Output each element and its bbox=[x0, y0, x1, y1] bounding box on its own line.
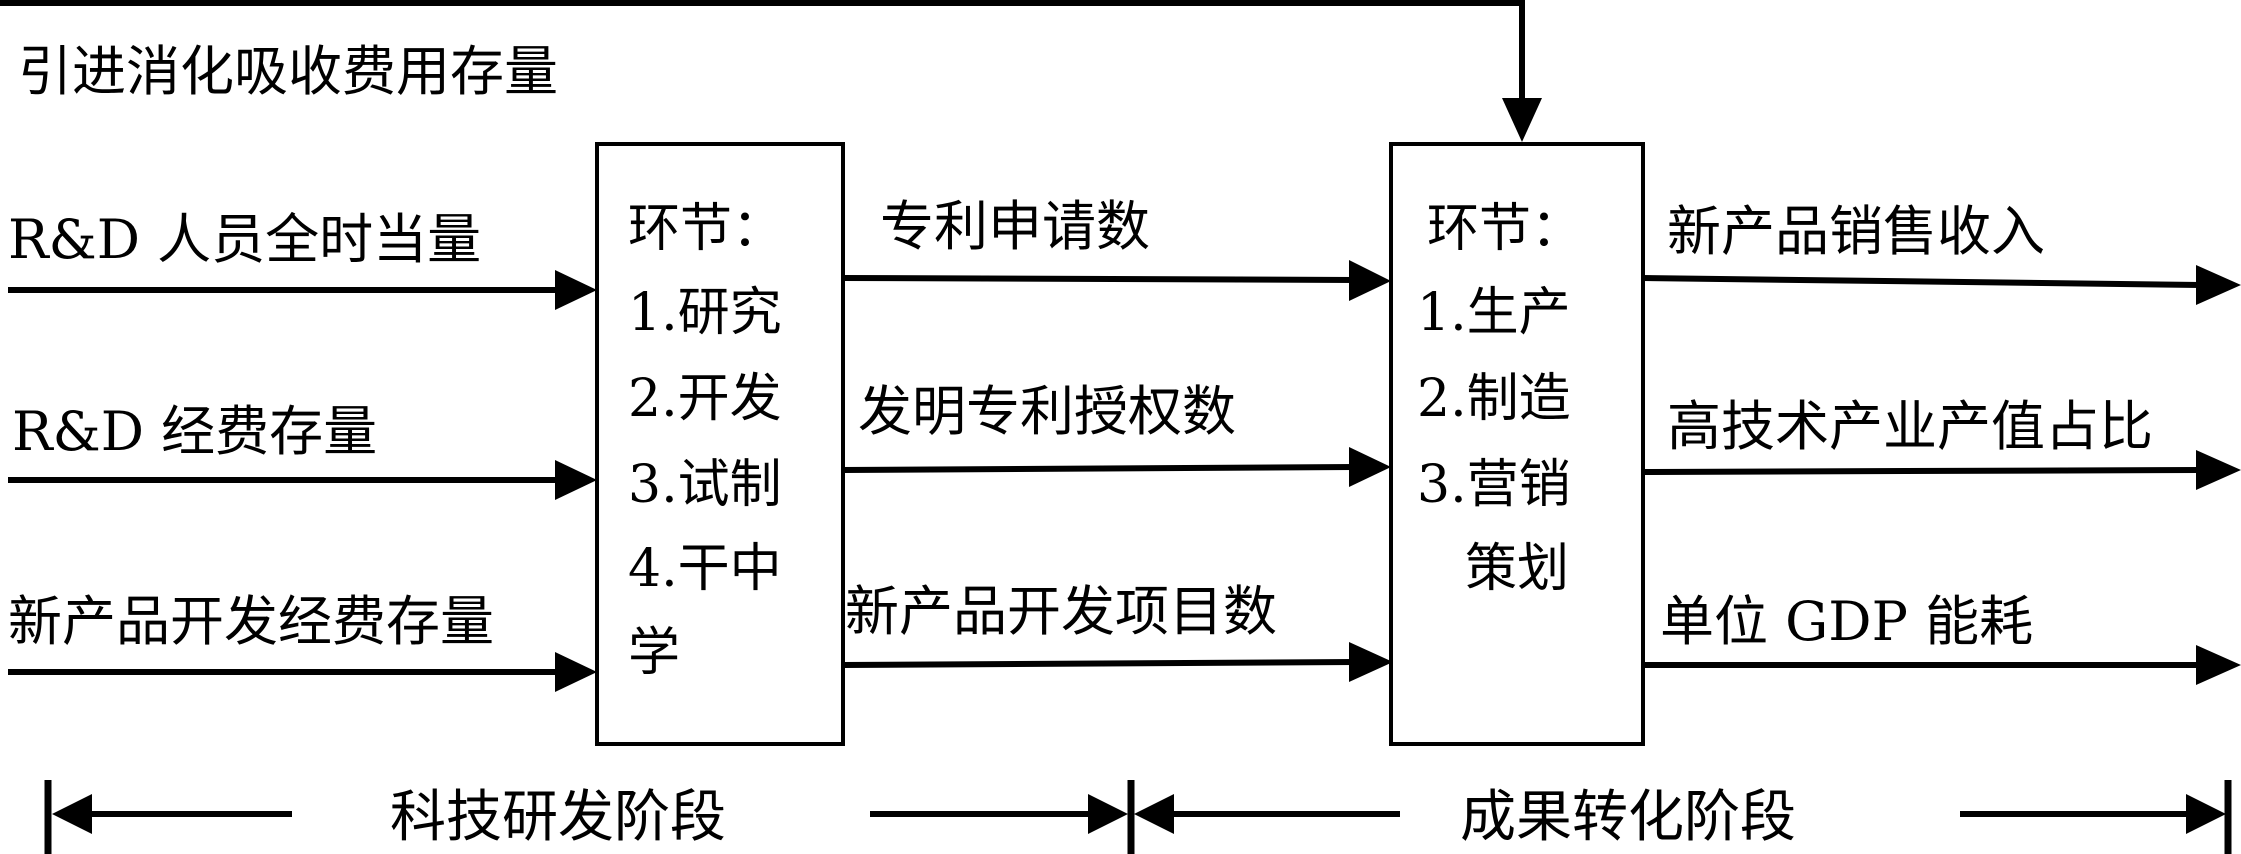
rd-input-arrowhead-3 bbox=[555, 652, 597, 692]
rd-box-line-2: 2.开发 bbox=[628, 369, 782, 429]
rd-input-arrowhead-2 bbox=[555, 460, 597, 500]
transfer-box-line-2: 2.制造 bbox=[1417, 369, 1571, 429]
middle-output-arrow-2 bbox=[842, 464, 1356, 473]
top-input-arrowhead bbox=[1502, 98, 1542, 142]
final-output-label-2: 高技术产业产值占比 bbox=[1667, 395, 2153, 458]
final-output-label-3: 单位 GDP 能耗 bbox=[1660, 590, 2033, 653]
stage-1-label: 科技研发阶段 bbox=[390, 785, 726, 850]
middle-output-label-1: 专利申请数 bbox=[880, 195, 1150, 258]
middle-output-label-3: 新产品开发项目数 bbox=[845, 580, 1277, 643]
middle-output-arrowhead-1 bbox=[1349, 260, 1391, 301]
rd-input-label-3: 新产品开发经费存量 bbox=[8, 590, 494, 653]
final-output-arrowhead-1 bbox=[2196, 265, 2241, 305]
middle-output-label-2: 发明专利授权数 bbox=[858, 380, 1236, 443]
final-output-arrow-1 bbox=[1642, 275, 2201, 288]
rd-box-line-4: 4.干中 bbox=[628, 539, 782, 599]
rd-input-label-2: R&D 经费存量 bbox=[12, 400, 377, 463]
final-output-arrowhead-3 bbox=[2196, 645, 2241, 685]
rd-input-label-1: R&D 人员全时当量 bbox=[8, 208, 481, 271]
rd-box-line-3: 3.试制 bbox=[628, 455, 782, 515]
middle-output-arrowhead-3 bbox=[1349, 642, 1393, 682]
top-input-label: 引进消化吸收费用存量 bbox=[18, 40, 558, 103]
rd-box-title: 环节： bbox=[628, 199, 784, 259]
final-output-label-1: 新产品销售收入 bbox=[1667, 200, 2045, 263]
top-input-line bbox=[0, 0, 1525, 110]
transfer-box-line-4: 策划 bbox=[1465, 539, 1569, 599]
stage-1-left-arrowhead bbox=[52, 794, 92, 834]
transfer-box-line-3: 3.营销 bbox=[1417, 455, 1571, 515]
final-output-arrowhead-2 bbox=[2196, 450, 2241, 490]
transfer-box-line-1: 1.生产 bbox=[1417, 283, 1571, 343]
stage-2-left-arrowhead bbox=[1134, 794, 1174, 834]
middle-output-arrow-3 bbox=[842, 659, 1356, 668]
stage-2-right-arrowhead bbox=[2186, 794, 2226, 834]
transfer-box bbox=[1389, 142, 1645, 746]
rd-input-arrowhead-1 bbox=[555, 270, 597, 310]
transfer-box-title: 环节： bbox=[1427, 199, 1583, 259]
middle-output-arrowhead-2 bbox=[1349, 447, 1391, 487]
stage-2-label: 成果转化阶段 bbox=[1460, 785, 1796, 850]
middle-output-arrow-1 bbox=[842, 275, 1356, 283]
final-output-arrow-2 bbox=[1642, 467, 2201, 475]
stage-1-right-arrowhead bbox=[1088, 794, 1128, 834]
rd-box-line-1: 1.研究 bbox=[628, 283, 782, 343]
rd-box-line-5: 学 bbox=[628, 623, 680, 683]
rd-box bbox=[595, 142, 845, 746]
